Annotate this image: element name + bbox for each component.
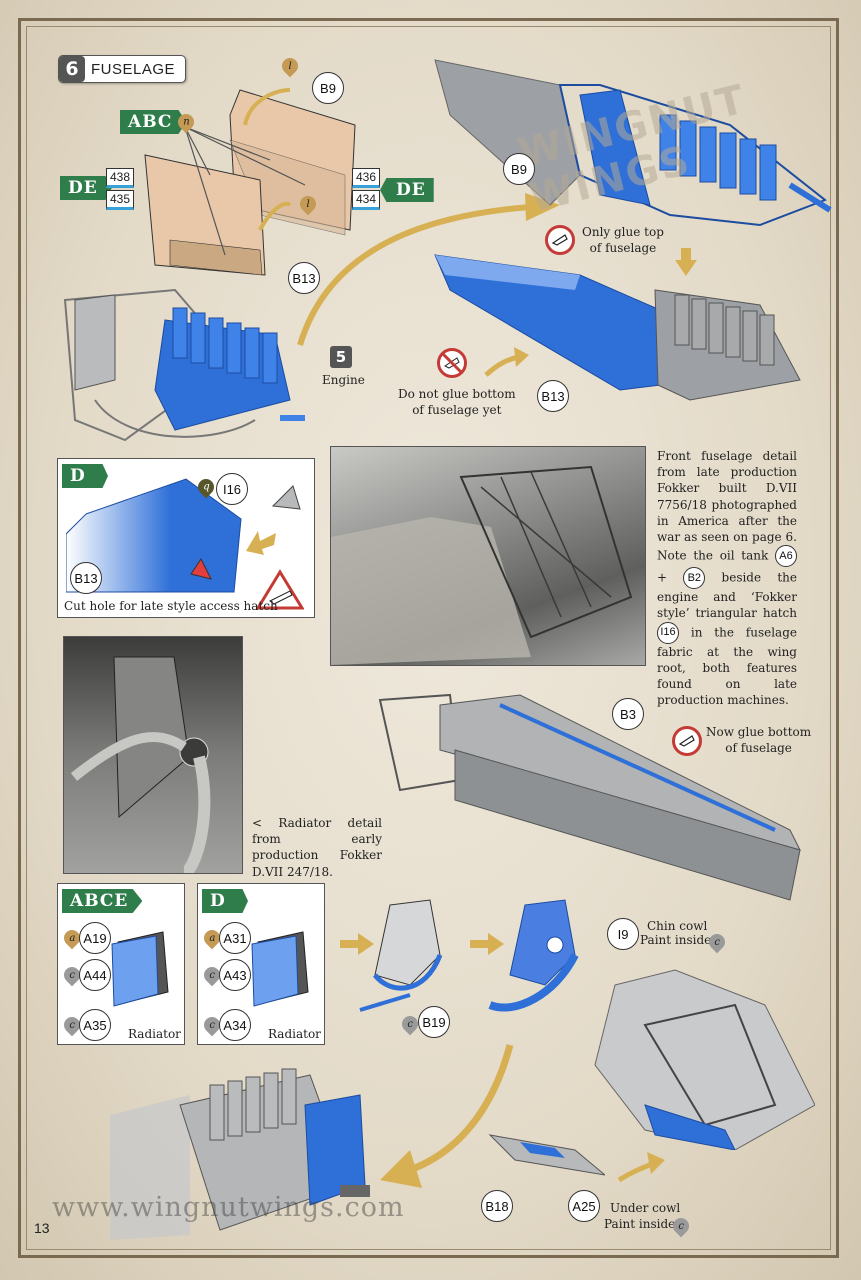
radiator-part-a <box>111 931 169 1007</box>
chin-cowl-label: Chin cowl <box>647 919 708 933</box>
cut-warning-icon <box>256 569 304 610</box>
callout-b9-mid: B9 <box>503 153 535 185</box>
radiator-detail-caption: < Radiator detail from early production … <box>252 816 382 879</box>
nose-assembly <box>594 969 815 1150</box>
fuselage-with-skin <box>434 254 801 401</box>
cut-hole-note: Cut hole for late style access hatch <box>64 599 278 613</box>
arrow-curve-down <box>380 1044 514 1188</box>
step-number: 6 <box>59 56 85 82</box>
callout-a19: A19 <box>79 922 111 954</box>
late-hatch-box: D q I16 B13 Cut hole for late style acce… <box>57 458 315 618</box>
callout-b13-box: B13 <box>70 562 102 594</box>
version-tag-abc: ABC <box>120 110 187 134</box>
arrow-up-right-2 <box>617 1152 665 1183</box>
cowl-part-b19 <box>359 899 443 1012</box>
step-title: FUSELAGE <box>91 60 176 78</box>
callout-a34: A34 <box>219 1009 251 1041</box>
page-border <box>18 18 839 1258</box>
completed-front-engine <box>110 1068 370 1240</box>
version-tag-d: D <box>62 464 108 488</box>
arrow-right-2 <box>470 933 504 955</box>
arrow-down <box>675 248 697 276</box>
do-not-glue-note: Do not glue bottom of fuselage yet <box>398 387 516 418</box>
fuselage-bottom-assembly <box>378 693 801 901</box>
paint-inside-label-2: Paint inside <box>604 1217 676 1231</box>
glue-top-icon <box>545 225 575 255</box>
engine-step-ref: 5 <box>330 346 352 368</box>
now-glue-bottom-note: Now glue bottom of fuselage <box>706 725 812 756</box>
version-tag-de-left: DE <box>60 176 112 200</box>
front-detail-caption: Front fuselage detail from late producti… <box>657 449 797 708</box>
page-number: 13 <box>34 1220 50 1236</box>
paint-inside-label-1: Paint inside <box>640 933 712 947</box>
engine-assembly <box>63 288 305 442</box>
callout-b19: B19 <box>418 1006 450 1038</box>
callout-a35: A35 <box>79 1009 111 1041</box>
cowl-with-chin <box>488 899 579 1012</box>
ref-i16: I16 <box>657 621 679 644</box>
photo-front-fuselage-detail <box>330 446 646 666</box>
engine-label: Engine <box>322 373 365 387</box>
photo-radiator-detail <box>63 636 243 874</box>
callout-a43: A43 <box>219 959 251 991</box>
callout-a44: A44 <box>79 959 111 991</box>
part-435: 435 <box>106 190 134 210</box>
version-tag-abce: ABCE <box>62 889 143 913</box>
version-tag-de-right: DE <box>380 178 434 202</box>
no-glue-icon <box>437 348 467 378</box>
arrow-engine-to-fuselage <box>297 193 560 346</box>
callout-i16: I16 <box>216 473 248 505</box>
callout-b3: B3 <box>612 698 644 730</box>
under-cowl-label: Under cowl <box>610 1201 681 1215</box>
version-tag-d-2: D <box>202 889 248 913</box>
radiator-part-d <box>251 931 309 1007</box>
side-panels-diagram <box>144 88 356 276</box>
b13-panel-part <box>66 478 242 593</box>
part-436: 436 <box>352 168 380 188</box>
only-glue-top-note: Only glue top of fuselage <box>582 225 664 256</box>
under-cowl-part <box>488 1134 605 1176</box>
fuselage-frame-assembly <box>434 59 832 227</box>
part-434: 434 <box>352 190 380 210</box>
ref-b2: B2 <box>683 567 706 590</box>
callout-b9-top: B9 <box>312 72 344 104</box>
radiator-label-2: Radiator <box>268 1027 321 1041</box>
callout-b18: B18 <box>481 1190 513 1222</box>
arrow-up-right <box>484 347 529 377</box>
step-header: 6 FUSELAGE <box>58 55 187 83</box>
arrow-right-1 <box>340 933 374 955</box>
radiator-box-d: D a A31 c A43 c A34 Radiator <box>197 883 325 1045</box>
website-watermark: www.wingnutwings.com <box>52 1192 405 1223</box>
glue-bottom-icon <box>672 726 702 756</box>
callout-b13-right: B13 <box>537 380 569 412</box>
ref-a6: A6 <box>774 545 797 568</box>
hatch-part-i16 <box>271 485 301 510</box>
callout-a25: A25 <box>568 1190 600 1222</box>
arrow-down-left <box>246 531 276 555</box>
page-border-inner <box>26 26 831 1250</box>
radiator-box-abce: ABCE a A19 c A44 c A35 Radiator <box>57 883 185 1045</box>
callout-i9: I9 <box>607 918 639 950</box>
callout-a31: A31 <box>219 922 251 954</box>
radiator-label-1: Radiator <box>128 1027 181 1041</box>
part-438: 438 <box>106 168 134 188</box>
callout-b13-left: B13 <box>288 262 320 294</box>
